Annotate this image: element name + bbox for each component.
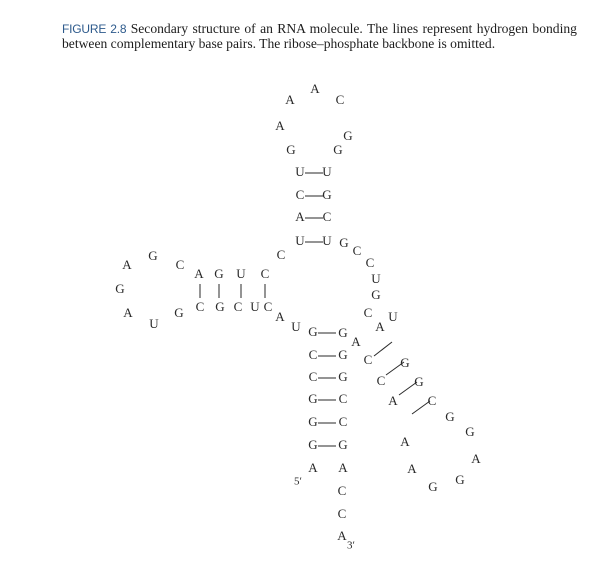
base-4: A xyxy=(337,528,347,543)
base-29: C xyxy=(277,247,286,262)
base-27: U xyxy=(236,266,246,281)
base-0: A xyxy=(308,460,318,475)
base-54: G xyxy=(414,374,423,389)
base-1: A xyxy=(338,460,348,475)
base-32: C xyxy=(296,187,305,202)
base-30: U xyxy=(295,233,305,248)
base-23: G xyxy=(148,248,157,263)
base-60: G xyxy=(428,479,437,494)
five-prime-end-label: 5′ xyxy=(294,476,302,488)
base-49: G xyxy=(371,287,380,302)
base-26: G xyxy=(214,266,223,281)
base-17: C xyxy=(196,299,205,314)
base-53: G xyxy=(400,355,409,370)
base-7: G xyxy=(308,391,317,406)
base-20: A xyxy=(123,305,133,320)
base-28: C xyxy=(261,266,270,281)
base-65: C xyxy=(364,352,373,367)
base-43: C xyxy=(323,209,332,224)
base-51: A xyxy=(375,319,385,334)
base-57: G xyxy=(465,424,474,439)
base-5: G xyxy=(308,437,317,452)
figure-label: FIGURE 2.8 xyxy=(62,22,127,36)
base-37: A xyxy=(310,81,320,96)
base-42: G xyxy=(322,187,331,202)
hydrogen-bond-line xyxy=(411,400,431,415)
base-62: A xyxy=(400,434,410,449)
base-68: G xyxy=(338,347,347,362)
base-64: C xyxy=(377,373,386,388)
base-70: C xyxy=(339,391,348,406)
base-46: C xyxy=(353,243,362,258)
base-25: A xyxy=(194,266,204,281)
three-prime-end-label: 3′ xyxy=(347,540,355,552)
base-9: C xyxy=(309,347,318,362)
base-39: G xyxy=(343,128,352,143)
base-38: C xyxy=(336,92,345,107)
base-11: U xyxy=(291,319,301,334)
base-67: G xyxy=(338,325,347,340)
base-8: C xyxy=(309,369,318,384)
base-59: G xyxy=(455,472,464,487)
base-34: G xyxy=(286,142,295,157)
base-44: U xyxy=(322,233,332,248)
base-21: G xyxy=(115,281,124,296)
base-13: C xyxy=(264,299,273,314)
base-12: A xyxy=(275,309,285,324)
hydrogen-bond-line xyxy=(398,381,418,396)
base-14: U xyxy=(250,299,260,314)
base-36: A xyxy=(285,92,295,107)
base-22: A xyxy=(122,257,132,272)
base-55: C xyxy=(428,393,437,408)
base-10: G xyxy=(308,324,317,339)
base-61: A xyxy=(407,461,417,476)
base-33: U xyxy=(295,164,305,179)
base-3: C xyxy=(338,506,347,521)
base-41: U xyxy=(322,164,332,179)
base-47: C xyxy=(366,255,375,270)
base-24: C xyxy=(176,257,185,272)
base-40: G xyxy=(333,142,342,157)
base-18: G xyxy=(174,305,183,320)
base-56: G xyxy=(445,409,454,424)
base-50: C xyxy=(364,305,373,320)
base-72: G xyxy=(338,437,347,452)
base-71: C xyxy=(339,414,348,429)
base-45: G xyxy=(339,235,348,250)
figure-caption: FIGURE 2.8 Secondary structure of an RNA… xyxy=(62,21,577,51)
hydrogen-bond-line xyxy=(385,361,405,376)
figure-caption-text: Secondary structure of an RNA molecule. … xyxy=(62,21,577,51)
base-19: U xyxy=(149,316,159,331)
base-6: G xyxy=(308,414,317,429)
base-66: A xyxy=(351,334,361,349)
base-35: A xyxy=(275,118,285,133)
base-48: U xyxy=(371,271,381,286)
base-52: U xyxy=(388,309,398,324)
base-69: G xyxy=(338,369,347,384)
hydrogen-bond-line xyxy=(373,341,393,357)
base-63: A xyxy=(388,393,398,408)
base-2: C xyxy=(338,483,347,498)
base-31: A xyxy=(295,209,305,224)
base-15: C xyxy=(234,299,243,314)
base-16: G xyxy=(215,299,224,314)
base-58: A xyxy=(471,451,481,466)
